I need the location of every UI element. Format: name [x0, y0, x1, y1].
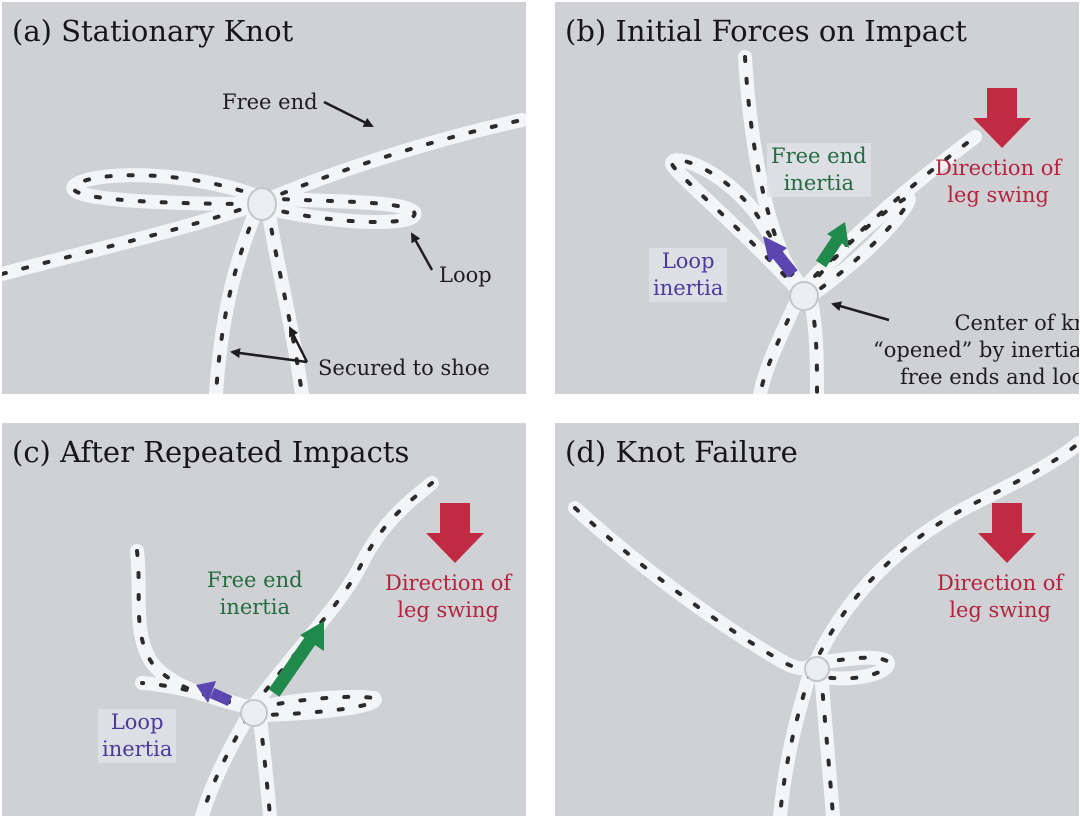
panel-b-illustration: [665, 50, 1031, 394]
panel-d-illustration: [568, 436, 1079, 816]
pointer-arrows: [230, 100, 434, 364]
loop-inertia-arrow: [763, 236, 798, 278]
free-end-label: Free end: [222, 90, 318, 114]
panel-c-title: (c) After Repeated Impacts: [12, 435, 410, 469]
panel-c: (c) After Repeated Impacts Free end iner…: [2, 423, 526, 816]
panel-b-title: (b) Initial Forces on Impact: [565, 14, 967, 48]
shoelace-knot: [2, 113, 526, 394]
panel-b: (b) Initial Forces on Impact Free end in…: [555, 2, 1079, 394]
center-of-knot-label: Center of knot “opened” by inertia of fr…: [873, 311, 1079, 389]
direction-label: Direction of leg swing: [385, 571, 512, 622]
free-end-inertia-label: Free end inertia: [767, 143, 871, 197]
panel-d-title: (d) Knot Failure: [565, 435, 798, 469]
free-end-inertia-arrow: [268, 621, 324, 697]
panel-a-illustration: [2, 100, 526, 394]
free-end-inertia-label: Free end inertia: [207, 568, 303, 619]
direction-label: Direction of leg swing: [935, 156, 1062, 207]
panel-a-title: (a) Stationary Knot: [12, 14, 294, 48]
panel-a: (a) Stationary Knot Free end Loop Secure…: [2, 2, 526, 394]
loop-label: Loop: [439, 263, 492, 287]
center-pointer: [831, 301, 890, 322]
loop-inertia-label: Loop inertia: [98, 709, 177, 763]
free-end-inertia-arrow: [816, 222, 849, 268]
panel-d: (d) Knot Failure Direction of leg swing: [555, 423, 1079, 816]
shoelace-knot: [130, 476, 439, 816]
shoelace-knot: [665, 50, 982, 394]
secured-label: Secured to shoe: [318, 356, 490, 380]
swing-direction-arrow: [973, 88, 1031, 148]
panel-c-illustration: [130, 476, 484, 816]
direction-label: Direction of leg swing: [937, 571, 1064, 622]
loop-inertia-label: Loop inertia: [649, 248, 728, 302]
shoelace-untied: [568, 436, 1079, 816]
swing-direction-arrow: [978, 503, 1036, 563]
loop-inertia-arrow: [196, 681, 233, 707]
swing-direction-arrow: [426, 503, 484, 563]
